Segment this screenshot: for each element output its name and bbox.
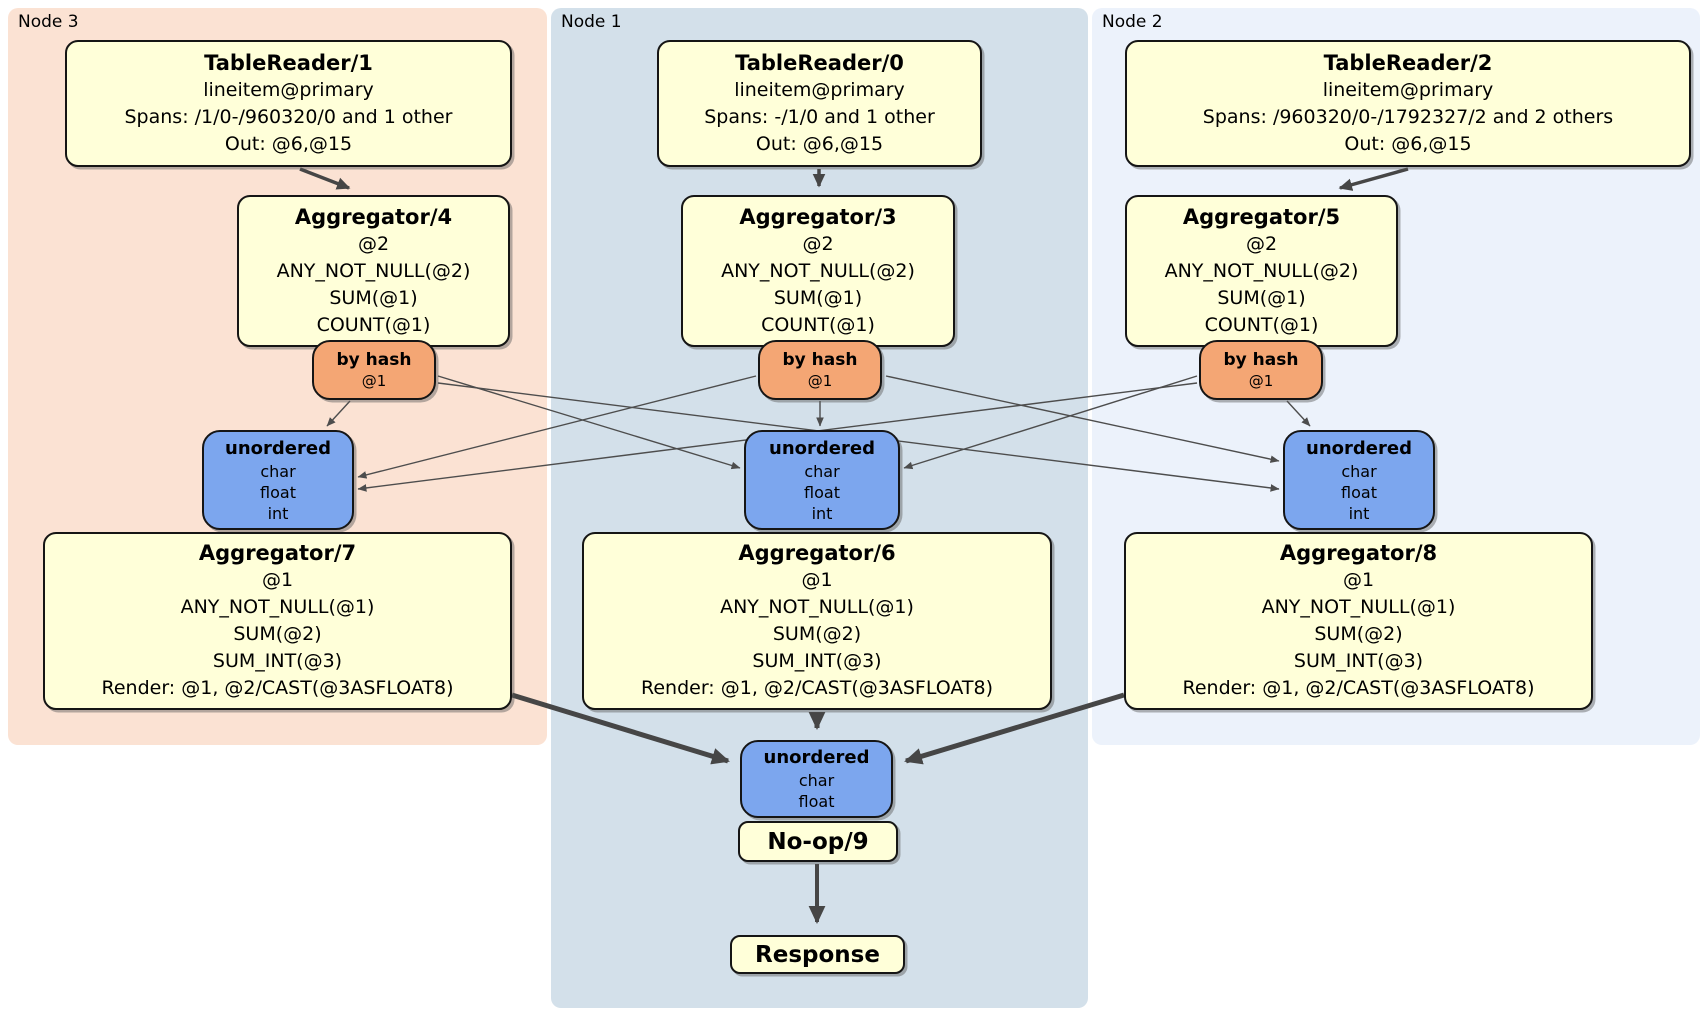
processor-title: No-op/9 — [767, 828, 869, 855]
processor-title: Aggregator/5 — [1182, 204, 1341, 229]
response-box: Response — [730, 935, 905, 974]
processor-aggregator-7: Aggregator/7 @1 ANY_NOT_NULL(@1) SUM(@2)… — [43, 532, 512, 710]
router-title: by hash — [782, 350, 858, 370]
processor-aggregator-6: Aggregator/6 @1 ANY_NOT_NULL(@1) SUM(@2)… — [582, 532, 1052, 710]
node2-region-label: Node 2 — [1102, 12, 1163, 32]
processor-tablereader-2: TableReader/2 lineitem@primary Spans: /9… — [1125, 40, 1691, 167]
processor-tablereader-0: TableReader/0 lineitem@primary Spans: -/… — [657, 40, 982, 167]
processor-title: Aggregator/3 — [739, 204, 897, 229]
sync-unordered-node3: unordered char float int — [202, 430, 354, 530]
node3-region-label: Node 3 — [18, 12, 79, 32]
sync-title: unordered — [763, 747, 870, 768]
processor-title: Aggregator/4 — [294, 204, 453, 229]
edge-bh2-u2 — [1286, 400, 1311, 427]
router-title: by hash — [336, 350, 412, 370]
processor-title: Aggregator/6 — [738, 541, 896, 565]
edge-bh1-u3 — [357, 375, 757, 479]
edge-agg7-ufinal — [511, 692, 730, 765]
sync-title: unordered — [225, 437, 331, 459]
edge-bh3-u1 — [437, 375, 741, 470]
processor-title: Aggregator/7 — [198, 541, 357, 565]
router-by-hash-node1: by hash @1 — [758, 340, 882, 400]
node1-region-label: Node 1 — [561, 12, 622, 32]
edge-bh3-u3 — [326, 400, 351, 427]
router-title: by hash — [1223, 350, 1299, 370]
router-by-hash-node2: by hash @1 — [1199, 340, 1323, 400]
processor-tablereader-1: TableReader/1 lineitem@primary Spans: /1… — [65, 40, 512, 167]
sync-unordered-node2: unordered char float int — [1283, 430, 1435, 530]
sync-unordered-final: unordered char float — [740, 740, 893, 818]
processor-aggregator-5: Aggregator/5 @2 ANY_NOT_NULL(@2) SUM(@1)… — [1125, 195, 1398, 347]
processor-noop-9: No-op/9 — [738, 821, 898, 862]
processor-title: TableReader/2 — [1323, 50, 1493, 75]
edge-tr2-agg5 — [1338, 167, 1409, 191]
edge-tr1-agg4 — [299, 167, 351, 190]
edge-bh1-u2 — [885, 375, 1280, 463]
processor-title: TableReader/0 — [735, 50, 904, 75]
response-title: Response — [755, 941, 880, 968]
processor-aggregator-4: Aggregator/4 @2 ANY_NOT_NULL(@2) SUM(@1)… — [237, 195, 510, 347]
processor-title: TableReader/1 — [204, 50, 373, 75]
processor-aggregator-8: Aggregator/8 @1 ANY_NOT_NULL(@1) SUM(@2)… — [1124, 532, 1593, 710]
edge-agg8-ufinal — [904, 692, 1125, 765]
router-by-hash-node3: by hash @1 — [312, 340, 436, 400]
edge-bh2-u1 — [903, 375, 1198, 470]
sync-title: unordered — [769, 437, 875, 459]
processor-aggregator-3: Aggregator/3 @2 ANY_NOT_NULL(@2) SUM(@1)… — [681, 195, 955, 347]
sync-unordered-node1: unordered char float int — [744, 430, 900, 530]
sync-title: unordered — [1306, 437, 1412, 459]
processor-title: Aggregator/8 — [1279, 541, 1438, 565]
